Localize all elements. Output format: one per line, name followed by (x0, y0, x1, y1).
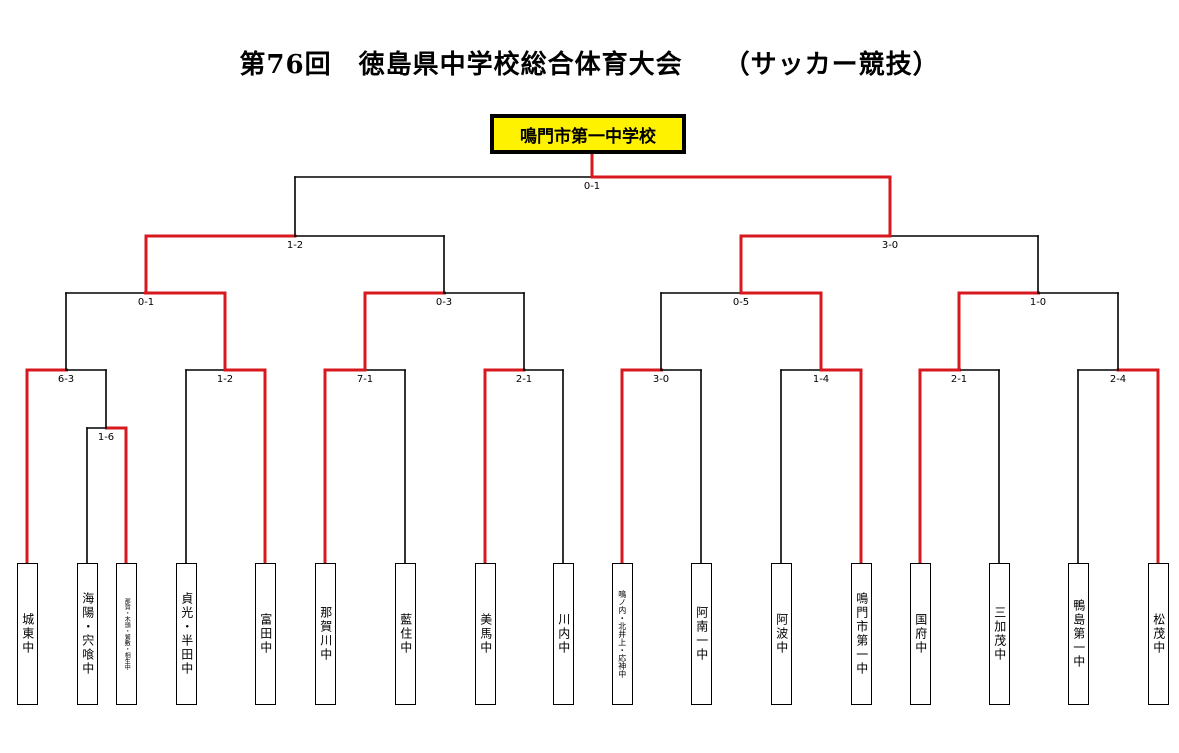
team-name: 海陽・宍喰中 (80, 592, 95, 676)
team-box: 城東中 (16, 563, 38, 705)
team-box: 国府中 (909, 563, 931, 705)
team-name: 鳴ノ内・北井上・応神中 (617, 590, 627, 678)
match-score: 0-5 (732, 297, 750, 308)
team-name: 貞光・半田中 (179, 592, 194, 676)
team-box: 富田中 (254, 563, 276, 705)
match-score: 2-1 (515, 374, 533, 385)
match-score: 6-3 (57, 374, 75, 385)
team-name: 松茂中 (1151, 613, 1166, 655)
match-score: 7-1 (356, 374, 374, 385)
match-score: 1-6 (97, 432, 115, 443)
team-box: 阿波中 (770, 563, 792, 705)
match-score: 1-2 (216, 374, 234, 385)
team-name: 那賀川中 (318, 606, 333, 662)
match-score: 0-1 (137, 297, 155, 308)
team-name: 川内中 (556, 613, 571, 655)
team-name: 那賀・木頭・鷲敷・相生中 (123, 598, 131, 670)
team-box: 松茂中 (1147, 563, 1169, 705)
page-title: 第76回 徳島県中学校総合体育大会 （サッカー競技） (239, 50, 940, 80)
match-score: 2-1 (950, 374, 968, 385)
team-name: 藍住中 (398, 613, 413, 655)
team-name: 鳴門市第一中 (854, 592, 869, 676)
team-box: 阿南一中 (690, 563, 712, 705)
team-box: 貞光・半田中 (175, 563, 197, 705)
team-name: 富田中 (258, 613, 273, 655)
match-score: 1-0 (1029, 297, 1047, 308)
match-score: 0-3 (435, 297, 453, 308)
team-name: 鴨島第一中 (1071, 599, 1086, 669)
team-box: 鴨島第一中 (1067, 563, 1089, 705)
team-name: 美馬中 (478, 613, 493, 655)
match-score: 1-2 (286, 240, 304, 251)
match-score: 2-4 (1109, 374, 1127, 385)
team-box: 那賀・木頭・鷲敷・相生中 (115, 563, 137, 705)
team-box: 藍住中 (394, 563, 416, 705)
champion-box: 鳴門市第一中学校 (490, 114, 686, 154)
team-box: 美馬中 (474, 563, 496, 705)
team-name: 城東中 (20, 613, 35, 655)
team-box: 鳴ノ内・北井上・応神中 (611, 563, 633, 705)
team-box: 鳴門市第一中 (850, 563, 872, 705)
match-score: 3-0 (881, 240, 899, 251)
team-name: 三加茂中 (992, 606, 1007, 662)
team-box: 三加茂中 (988, 563, 1010, 705)
team-box: 那賀川中 (314, 563, 336, 705)
match-score: 0-1 (583, 181, 601, 192)
team-name: 阿南一中 (694, 606, 709, 662)
team-box: 海陽・宍喰中 (76, 563, 98, 705)
team-box: 川内中 (552, 563, 574, 705)
match-score: 3-0 (652, 374, 670, 385)
team-name: 阿波中 (774, 613, 789, 655)
match-score: 1-4 (812, 374, 830, 385)
team-name: 国府中 (913, 613, 928, 655)
